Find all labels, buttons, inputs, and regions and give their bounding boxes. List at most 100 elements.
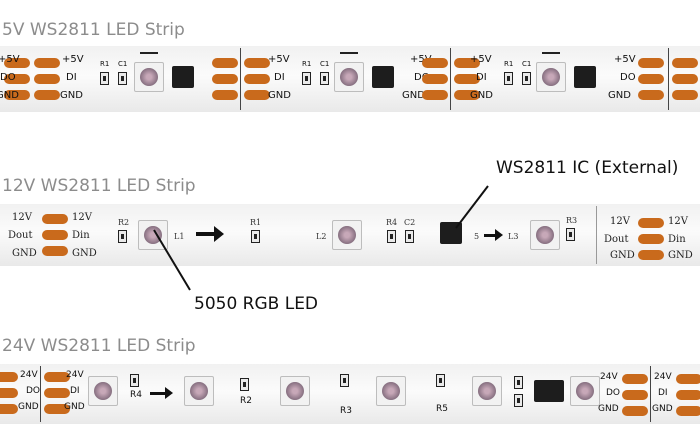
pad-label-left: +5V — [0, 54, 20, 65]
pad-label-right: Din — [668, 234, 686, 245]
rgb-led — [536, 62, 566, 92]
rgb-led — [472, 376, 502, 406]
pad-label-right: GND — [64, 402, 85, 412]
pad-label-right: +5V — [470, 54, 492, 65]
ws2811-chip — [372, 66, 394, 88]
pad-label-right: DI — [70, 386, 80, 396]
pad-label-right: 24V — [66, 370, 84, 380]
pad-label-left: +5V — [614, 54, 636, 65]
pad — [622, 390, 648, 400]
component-label: R2 — [240, 396, 252, 406]
pad — [676, 390, 700, 400]
pad — [638, 234, 664, 244]
pad — [4, 74, 30, 84]
pad-label-left: DO — [0, 72, 16, 83]
resistor — [100, 72, 109, 85]
pad-label-right: GND — [470, 90, 493, 101]
arrow-head — [214, 226, 224, 242]
pad-label-right: DI — [66, 72, 77, 83]
pad-label-left: GND — [12, 248, 37, 259]
capacitor — [118, 72, 127, 85]
ic-pointer-line — [455, 185, 489, 229]
pad-label-left: 12V — [610, 216, 630, 227]
ws2811-chip — [534, 380, 564, 402]
pad — [244, 74, 270, 84]
pad — [422, 74, 448, 84]
capacitor — [320, 72, 329, 85]
resistor — [436, 374, 445, 387]
pad — [34, 58, 60, 68]
pad-label-right: +5V — [268, 54, 290, 65]
rgb-led — [332, 220, 362, 250]
capacitor-label: C1 — [522, 60, 532, 68]
resistor-label: R1 — [504, 60, 514, 68]
rgb-led — [334, 62, 364, 92]
arrow-head — [165, 387, 173, 399]
pad-label-left: DO — [620, 72, 636, 83]
pad-label-left: GND — [0, 90, 19, 101]
rgb-led — [376, 376, 406, 406]
led-annotation: 5050 RGB LED — [194, 294, 319, 314]
pad — [622, 406, 648, 416]
pad — [676, 406, 700, 416]
pad — [422, 58, 448, 68]
component-label: L3 — [508, 232, 519, 241]
capacitor-label: C1 — [118, 60, 128, 68]
rgb-led — [184, 376, 214, 406]
pad-label-left: GND — [598, 404, 619, 414]
arrow-icon — [150, 392, 166, 395]
pad — [454, 58, 480, 68]
pad — [212, 58, 238, 68]
pad-label-left: +5V — [410, 54, 432, 65]
pad — [34, 90, 60, 100]
strip-title-12v: 12V WS2811 LED Strip — [2, 176, 196, 196]
led-strip-5v: +5V DO GND +5V DI GND R1 C1 +5V DI GND R… — [0, 46, 700, 112]
pad — [672, 74, 698, 84]
pad-label-left: GND — [608, 90, 631, 101]
led-strip-24v: 24V DO GND 24V DI GND R4 R2 R3 R5 24V DO… — [0, 364, 700, 424]
component-label: R2 — [118, 218, 130, 227]
pad — [244, 58, 270, 68]
pad — [4, 58, 30, 68]
pad — [42, 214, 68, 224]
pad — [212, 74, 238, 84]
arrow-icon — [340, 52, 358, 54]
pad-label-left: 24V — [20, 370, 38, 380]
resistor — [118, 230, 127, 243]
strip-title-24v: 24V WS2811 LED Strip — [2, 336, 196, 356]
pad-label-right: GND — [60, 90, 83, 101]
resistor — [302, 72, 311, 85]
arrow-icon — [140, 52, 158, 54]
pad-label-left: 12V — [12, 212, 32, 223]
pad-label-right: +5V — [62, 54, 84, 65]
resistor-label: R1 — [302, 60, 312, 68]
pad — [44, 372, 70, 382]
pad — [212, 90, 238, 100]
capacitor-label: C1 — [320, 60, 330, 68]
pad-label-left: DO — [414, 72, 430, 83]
pad — [638, 90, 664, 100]
pad — [0, 372, 18, 382]
pad — [44, 404, 70, 414]
component-label: R1 — [250, 218, 262, 227]
pad-label-right: GND — [268, 90, 291, 101]
capacitor — [522, 72, 531, 85]
strip-title-5v: 5V WS2811 LED Strip — [2, 20, 185, 40]
ic-annotation: WS2811 IC (External) — [496, 158, 679, 178]
pad-label-right: GND — [652, 404, 673, 414]
pad — [42, 246, 68, 256]
pad-label-left: Dout — [604, 234, 629, 245]
pad — [42, 230, 68, 240]
resistor — [566, 228, 575, 241]
pad-label-right: DI — [274, 72, 285, 83]
component-label: R3 — [340, 406, 352, 416]
pad-label-right: GND — [668, 250, 693, 261]
pad — [638, 250, 664, 260]
capacitor — [514, 394, 523, 407]
led-pointer-line — [153, 229, 191, 291]
rgb-led — [530, 220, 560, 250]
component-label: R4 — [386, 218, 398, 227]
pad — [638, 74, 664, 84]
resistor — [251, 230, 260, 243]
pad-label-left: DO — [26, 386, 41, 396]
